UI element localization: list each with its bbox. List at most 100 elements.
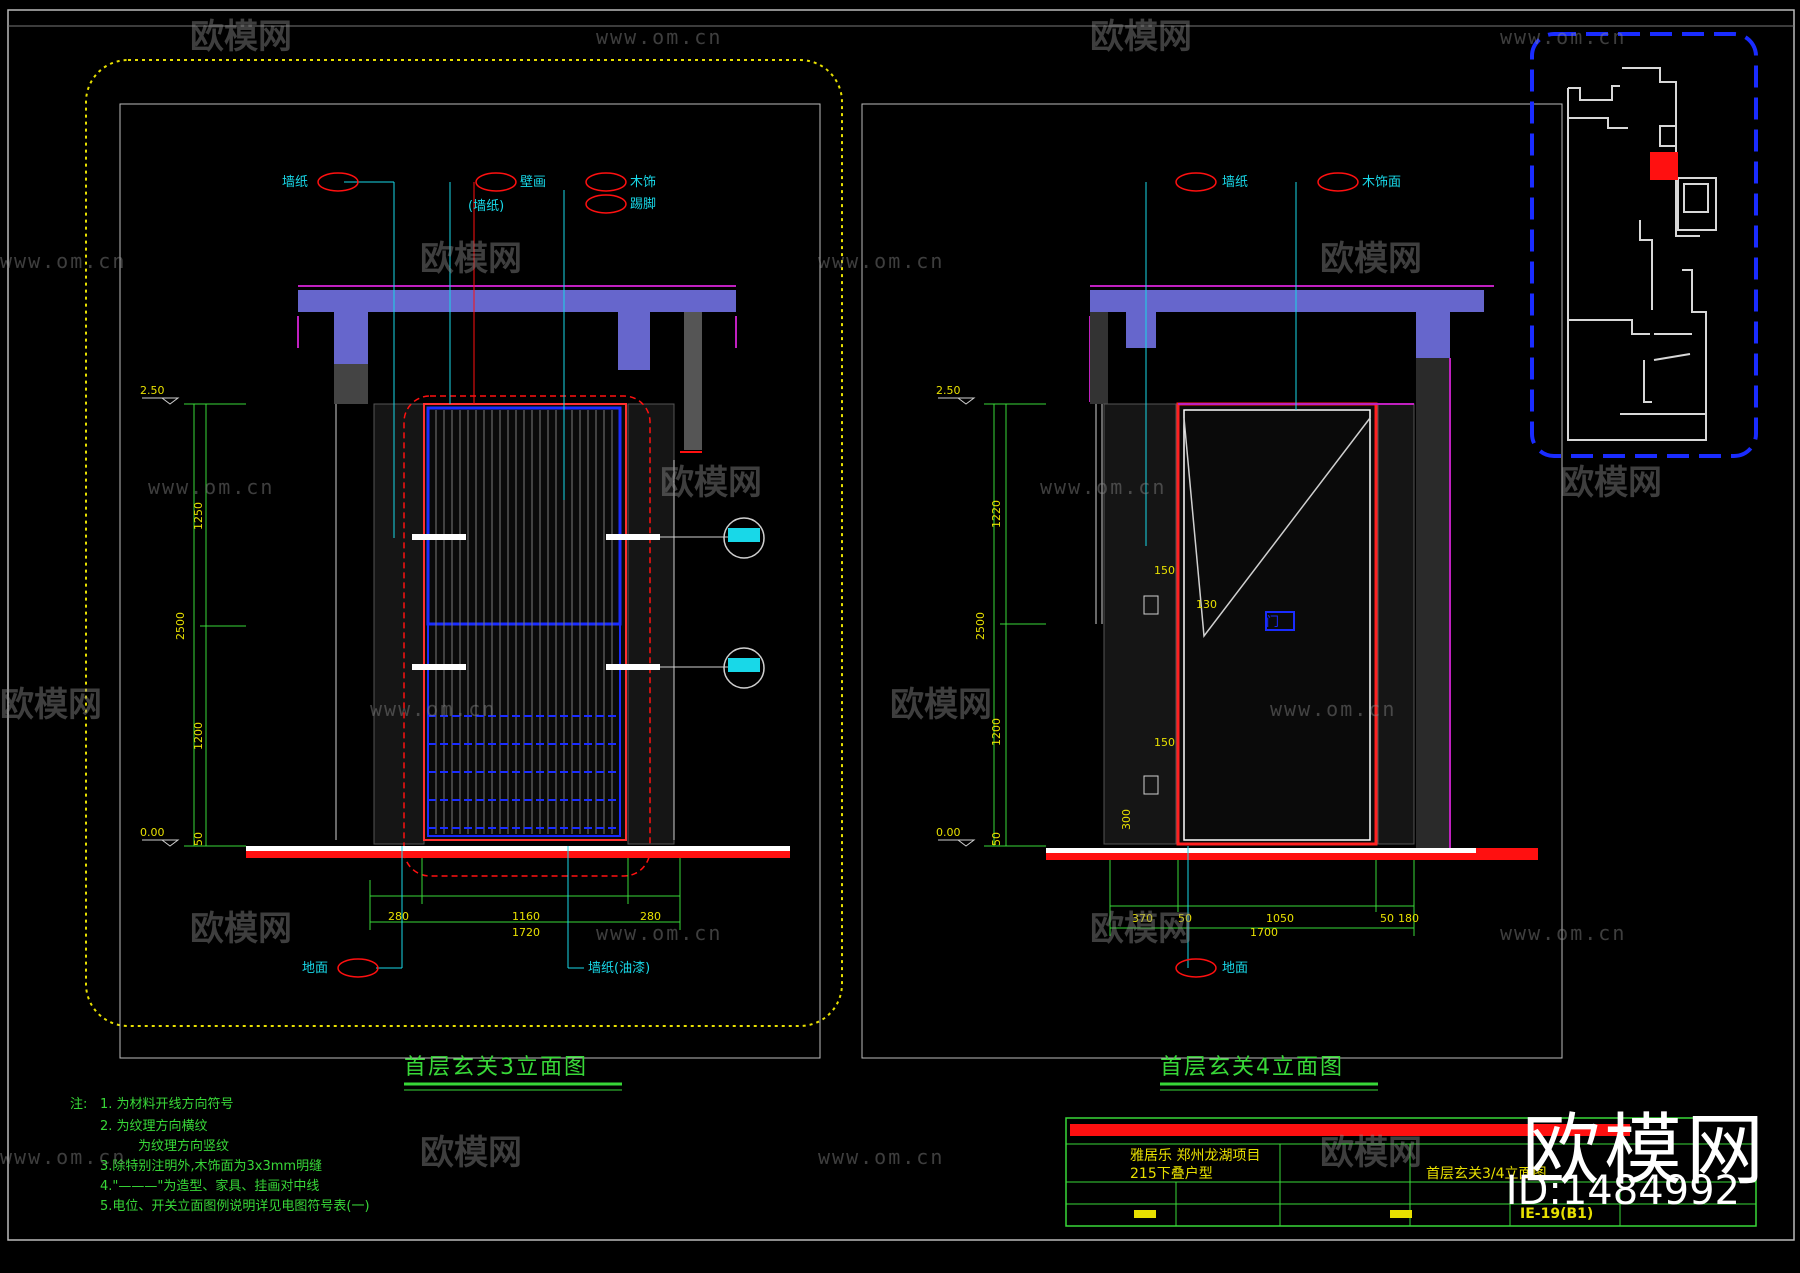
watermark-brand: 欧模网 — [1090, 17, 1192, 57]
section-symbol-2 — [723, 647, 765, 689]
left-wall-panel-l — [373, 403, 425, 845]
left-tag-wallpaper: 墙纸 — [282, 175, 308, 190]
notes: 注: 1. 为材料开线方向符号 2. 为纹理方向横纹 为纹理方向竖纹 3.除特别… — [70, 1096, 370, 1214]
right-level-floor: 0.00 — [936, 826, 961, 839]
left-dim-base: 50 — [192, 832, 205, 846]
left-dim-bottom-total: 1720 — [512, 926, 540, 939]
right-dim-b: 50 — [1178, 912, 1192, 925]
title-block-sheet-no: IE-19(B1) — [1520, 1206, 1593, 1222]
left-level-top: 2.50 — [140, 384, 165, 397]
watermark-brand: 欧模网 — [0, 685, 102, 725]
watermark-brand: 欧模网 — [660, 463, 762, 503]
note-4: 4."———"为造型、家具、挂画对中线 — [100, 1178, 319, 1194]
title-block-project-1: 雅居乐 郑州龙湖项目 — [1130, 1148, 1260, 1164]
watermark-url: www.om.cn — [818, 249, 944, 273]
watermark-url: www.om.cn — [370, 697, 496, 721]
watermark-url: www.om.cn — [0, 1145, 126, 1169]
note-3: 3.除特别注明外,木饰面为3x3mm明缝 — [100, 1159, 322, 1174]
left-dim-total: 2500 — [174, 612, 187, 640]
drawing-frame — [7, 9, 1795, 1241]
watermark-url: www.om.cn — [1040, 475, 1166, 499]
watermark-brand: 欧模网 — [1560, 463, 1662, 503]
note-2b: 为纹理方向竖纹 — [138, 1138, 229, 1154]
right-dim-c: 1050 — [1266, 912, 1294, 925]
left-slab — [298, 290, 736, 312]
title-block-sheet-title: 首层玄关3/4立面图 — [1426, 1165, 1547, 1182]
right-dim-total: 2500 — [974, 612, 987, 640]
watermark-brand: 欧模网 — [1320, 1133, 1422, 1173]
section-symbol-1 — [723, 517, 765, 559]
watermarks: 欧模网欧模网欧模网欧模网欧模网欧模网欧模网欧模网欧模网欧模网欧模网欧模网www.… — [0, 17, 1662, 1173]
key-plan-frame — [1530, 32, 1758, 458]
watermark-brand: 欧模网 — [1090, 909, 1192, 949]
right-door-swing — [1183, 417, 1371, 638]
right-dim-150b: 150 — [1154, 736, 1175, 749]
right-elevation — [938, 172, 1538, 978]
notes-lead: 注: — [70, 1097, 87, 1112]
watermark-brand: 欧模网 — [1320, 239, 1422, 279]
right-dim-upper: 1220 — [990, 500, 1003, 528]
right-tag-wood: 木饰面 — [1362, 175, 1401, 190]
left-dim-upper: 1250 — [192, 502, 205, 530]
left-tag-floor: 地面 — [302, 961, 328, 976]
watermark-url: www.om.cn — [818, 1145, 944, 1169]
right-tag-floor: 地面 — [1222, 961, 1248, 976]
left-beam-a — [334, 312, 368, 364]
right-dim-lower: 1200 — [990, 718, 1003, 746]
left-dim-bottom-right: 280 — [640, 910, 661, 923]
left-tag-mural: 壁画 — [520, 175, 546, 190]
note-2a: 2. 为纹理方向横纹 — [100, 1118, 208, 1134]
left-dim-lower: 1200 — [192, 722, 205, 750]
view-frame-left — [119, 103, 821, 1059]
right-tag-wallpaper: 墙纸 — [1222, 175, 1248, 190]
right-dim-150a: 150 — [1154, 564, 1175, 577]
brand-logo-text: 欧模网 — [1521, 1106, 1768, 1196]
left-wall-panel-r — [627, 403, 675, 845]
right-dim-total-bottom: 1700 — [1250, 926, 1278, 939]
watermark-url: www.om.cn — [596, 921, 722, 945]
watermark-url: www.om.cn — [0, 249, 126, 273]
right-wall-panel-l — [1103, 403, 1177, 845]
left-feature-panel — [423, 403, 627, 841]
left-recess-outline — [403, 395, 651, 877]
left-elevation — [142, 172, 790, 978]
key-plan-highlight — [1650, 152, 1678, 180]
watermark-brand: 欧模网 — [420, 239, 522, 279]
right-dim-d: 50 — [1380, 912, 1394, 925]
watermark-url: www.om.cn — [596, 25, 722, 49]
right-elevation-title: 首层玄关4立面图 — [1160, 1055, 1344, 1080]
right-dim-130: 130 — [1196, 598, 1217, 611]
watermark-brand: 欧模网 — [190, 909, 292, 949]
watermark-brand: 欧模网 — [420, 1133, 522, 1173]
watermark-url: www.om.cn — [148, 475, 274, 499]
left-tag-mural-sub: (墙纸) — [468, 199, 504, 214]
left-tag-paint: 墙纸(油漆) — [588, 960, 650, 976]
left-dim-bottom-mid: 1160 — [512, 910, 540, 923]
right-dim-e: 180 — [1398, 912, 1419, 925]
left-tag-wood: 木饰 — [630, 175, 656, 190]
left-elevation-title: 首层玄关3立面图 — [404, 1055, 588, 1080]
key-plan — [1567, 67, 1717, 441]
right-level-top: 2.50 — [936, 384, 961, 397]
note-1: 1. 为材料开线方向符号 — [100, 1096, 234, 1112]
watermark-url: www.om.cn — [1270, 697, 1396, 721]
title-block: 雅居乐 郑州龙湖项目 215下叠户型 首层玄关3/4立面图 IE-19(B1) — [1065, 1117, 1757, 1227]
view-frame-right — [861, 103, 1563, 1059]
title-block-project-2: 215下叠户型 — [1130, 1165, 1213, 1182]
brand-id: ID:1484992 — [1505, 1168, 1740, 1214]
left-panel-stripes — [428, 410, 620, 834]
note-5: 5.电位、开关立面图例说明详见电图符号表(一) — [100, 1198, 370, 1214]
right-door-label: 门 — [1266, 615, 1279, 630]
right-wall-panel-r — [1377, 403, 1415, 845]
watermark-brand: 欧模网 — [890, 685, 992, 725]
right-slab — [1090, 290, 1484, 312]
left-tag-skirting: 踢脚 — [630, 196, 656, 212]
watermark-url: www.om.cn — [1500, 25, 1626, 49]
left-dim-bottom-left: 280 — [388, 910, 409, 923]
right-dim-a: 370 — [1132, 912, 1153, 925]
right-dim-300: 300 — [1120, 809, 1133, 830]
left-level-floor: 0.00 — [140, 826, 165, 839]
watermark-url: www.om.cn — [1500, 921, 1626, 945]
